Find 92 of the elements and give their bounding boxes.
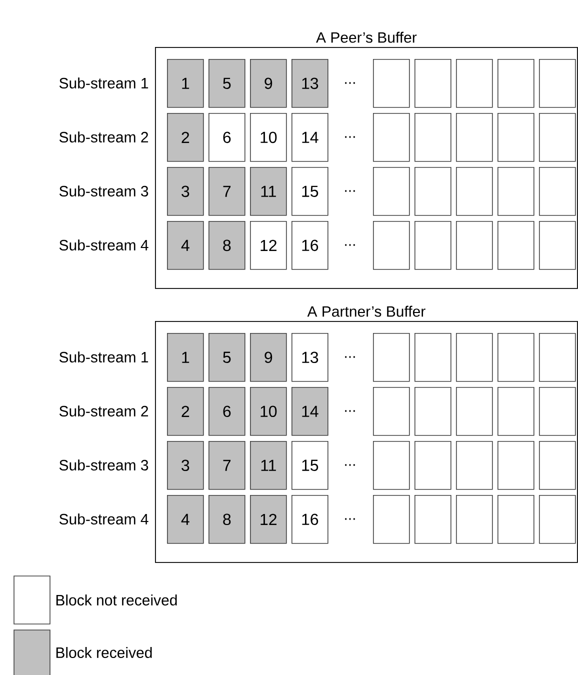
empty-cell bbox=[539, 441, 576, 490]
empty-cell bbox=[539, 221, 576, 270]
empty-cell bbox=[373, 333, 410, 382]
row-label: Sub-stream 1 bbox=[59, 78, 148, 88]
block-cell: 12 bbox=[250, 495, 287, 544]
row-label: Sub-stream 4 bbox=[59, 513, 148, 524]
empty-cell bbox=[539, 387, 576, 436]
block-cell: 3 bbox=[167, 167, 204, 216]
block-cell: 9 bbox=[250, 333, 287, 382]
block-cell: 13 bbox=[292, 333, 328, 382]
ellipsis: ... bbox=[345, 244, 355, 246]
empty-cell bbox=[373, 221, 410, 270]
empty-cell bbox=[498, 167, 534, 216]
block-cell: 9 bbox=[250, 59, 287, 108]
block-cell: 4 bbox=[167, 221, 204, 270]
block-cell: 15 bbox=[292, 441, 328, 490]
empty-cell bbox=[373, 59, 410, 108]
block-cell: 2 bbox=[167, 113, 204, 162]
empty-cell bbox=[414, 59, 452, 108]
block-cell: 7 bbox=[208, 167, 246, 216]
block-cell: 14 bbox=[292, 387, 328, 436]
empty-cell bbox=[414, 113, 452, 162]
block-cell: 3 bbox=[167, 441, 204, 490]
empty-cell bbox=[539, 167, 576, 216]
ellipsis: ... bbox=[345, 518, 355, 520]
empty-cell bbox=[498, 59, 534, 108]
empty-cell bbox=[498, 441, 534, 490]
block-cell: 12 bbox=[250, 221, 287, 270]
empty-cell bbox=[498, 387, 534, 436]
empty-cell bbox=[414, 495, 452, 544]
empty-cell bbox=[456, 113, 493, 162]
empty-cell bbox=[498, 221, 534, 270]
empty-cell bbox=[414, 333, 452, 382]
row-label: Sub-stream 2 bbox=[59, 132, 148, 142]
block-cell: 2 bbox=[167, 387, 204, 436]
block-cell: 11 bbox=[250, 167, 287, 216]
block-cell: 8 bbox=[208, 221, 246, 270]
block-cell: 8 bbox=[208, 495, 246, 544]
empty-cell bbox=[456, 495, 493, 544]
empty-cell bbox=[456, 387, 493, 436]
row-label: Sub-stream 3 bbox=[59, 186, 148, 196]
empty-cell bbox=[539, 333, 576, 382]
legend-text: Block received bbox=[56, 646, 152, 658]
block-cell: 16 bbox=[292, 495, 328, 544]
block-cell: 10 bbox=[250, 387, 287, 436]
block-cell: 16 bbox=[292, 221, 328, 270]
row-label: Sub-stream 1 bbox=[59, 352, 148, 362]
row-label: Sub-stream 3 bbox=[59, 459, 148, 470]
block-cell: 1 bbox=[167, 333, 204, 382]
ellipsis: ... bbox=[345, 190, 355, 192]
empty-cell bbox=[414, 167, 452, 216]
ellipsis: ... bbox=[345, 82, 355, 84]
empty-cell bbox=[456, 221, 493, 270]
node-label: A Peer’s Buffer bbox=[316, 32, 417, 43]
row-label: Sub-stream 4 bbox=[59, 240, 148, 250]
ellipsis: ... bbox=[345, 356, 355, 358]
empty-cell bbox=[414, 441, 452, 490]
block-cell: 15 bbox=[292, 167, 328, 216]
block-cell: 7 bbox=[208, 441, 246, 490]
empty-cell bbox=[456, 167, 493, 216]
empty-cell bbox=[373, 113, 410, 162]
block-cell: 11 bbox=[250, 441, 287, 490]
empty-cell bbox=[373, 441, 410, 490]
block-cell: 1 bbox=[167, 59, 204, 108]
row-label: Sub-stream 2 bbox=[59, 406, 148, 416]
node-label: A Partner’s Buffer bbox=[307, 306, 426, 317]
empty-cell bbox=[498, 495, 534, 544]
empty-cell bbox=[456, 441, 493, 490]
empty-cell bbox=[373, 387, 410, 436]
empty-cell bbox=[373, 167, 410, 216]
empty-cell bbox=[373, 495, 410, 544]
empty-cell bbox=[456, 333, 493, 382]
empty-cell bbox=[456, 59, 493, 108]
block-cell: 4 bbox=[167, 495, 204, 544]
block-cell: 14 bbox=[292, 113, 328, 162]
block-cell: 13 bbox=[292, 59, 328, 108]
empty-cell bbox=[498, 333, 534, 382]
empty-cell bbox=[539, 113, 576, 162]
block-cell: 6 bbox=[208, 387, 246, 436]
ellipsis: ... bbox=[345, 410, 355, 412]
block-cell: 5 bbox=[208, 333, 246, 382]
empty-cell bbox=[539, 59, 576, 108]
block-cell: 10 bbox=[250, 113, 287, 162]
empty-cell bbox=[498, 113, 534, 162]
block-cell: 5 bbox=[208, 59, 246, 108]
ellipsis: ... bbox=[345, 464, 355, 466]
legend-text: Block not received bbox=[56, 594, 177, 606]
empty-cell bbox=[414, 221, 452, 270]
ellipsis: ... bbox=[345, 136, 355, 138]
empty-cell bbox=[539, 495, 576, 544]
empty-cell bbox=[414, 387, 452, 436]
block-cell: 6 bbox=[208, 113, 246, 162]
